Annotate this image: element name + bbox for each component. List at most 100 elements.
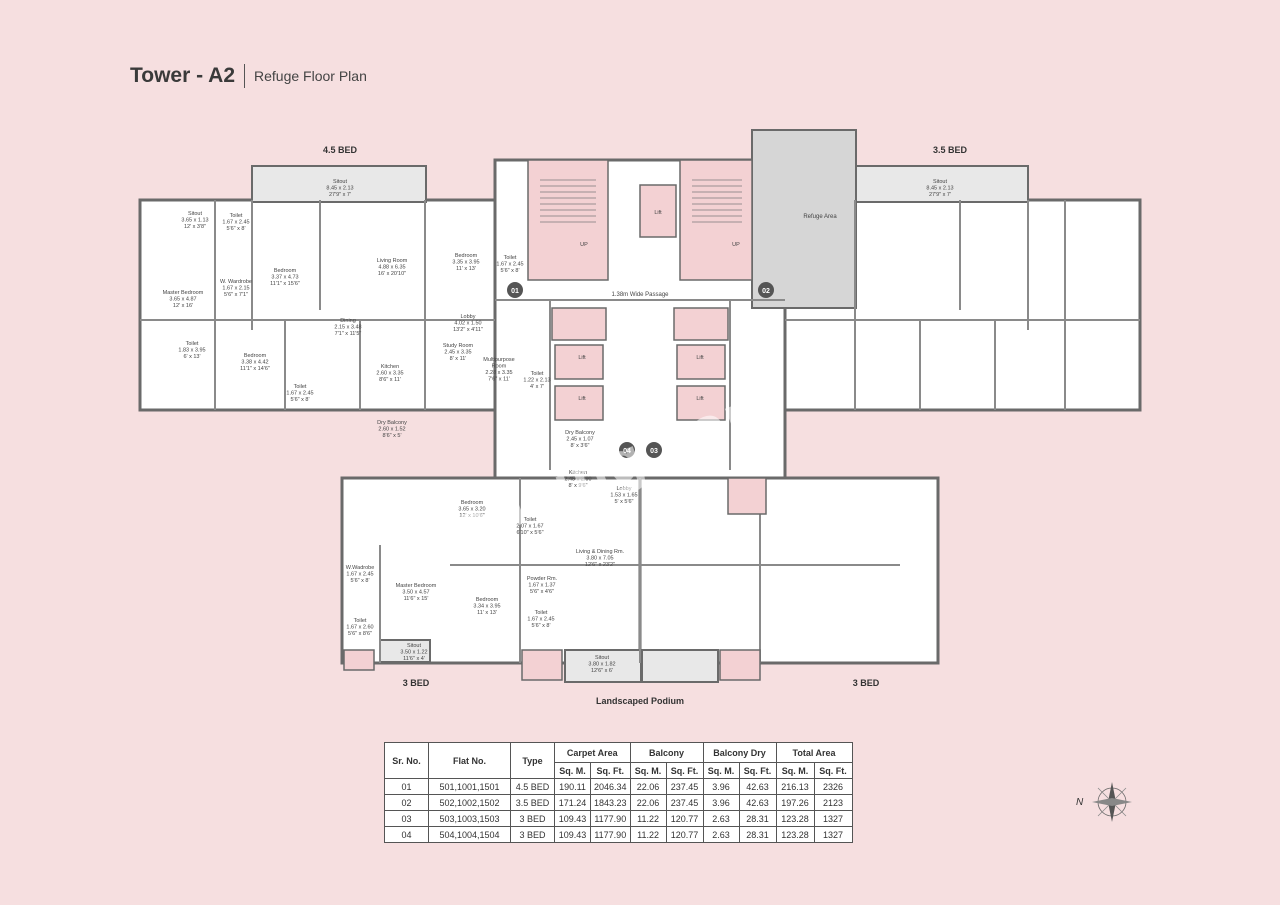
col-balcony: Balcony: [629, 742, 704, 763]
room-label: Lift: [696, 396, 704, 402]
table-cell: 3.96: [702, 778, 740, 795]
table-cell: 2123: [813, 794, 853, 811]
col-sr-no: Sr. No.: [384, 742, 429, 779]
table-cell: 2326: [813, 778, 853, 795]
sub-sqft: Sq. Ft.: [813, 762, 853, 779]
table-cell: 503,1003,1503: [428, 810, 511, 827]
shaft-bottom-right: [727, 477, 767, 515]
col-total-area: Total Area: [775, 742, 853, 763]
sub-sqft: Sq. Ft.: [590, 762, 631, 779]
table-cell: 04: [384, 826, 429, 843]
duct-bottom-center-right: [719, 649, 761, 681]
duct-bottom-center-left: [521, 649, 563, 681]
sub-sqm: Sq. M.: [775, 762, 815, 779]
page-header: Tower - A2 Refuge Floor Plan: [130, 64, 367, 88]
room-label: Lift: [578, 396, 586, 402]
lift-1: [639, 184, 677, 238]
table-cell: 22.06: [629, 778, 667, 795]
refuge-area: [751, 129, 857, 309]
table-cell: 28.31: [738, 810, 777, 827]
table-cell: 120.77: [665, 826, 704, 843]
marker-03: [646, 442, 662, 458]
table-cell: 3 BED: [510, 826, 555, 843]
table-cell: 109.43: [554, 826, 591, 843]
label-3-bed-left: 3 BED: [403, 678, 430, 688]
sitout-top-left: [251, 165, 427, 203]
table-cell: 2.63: [702, 826, 740, 843]
table-cell: 2046.34: [590, 778, 631, 795]
flat-markers: [507, 282, 774, 458]
label-3-5-bed: 3.5 BED: [933, 145, 968, 155]
marker-01-label: 01: [511, 288, 519, 295]
col-flat-no: Flat No.: [428, 742, 511, 779]
marker-02: [758, 282, 774, 298]
label-refuge-area: Refuge Area: [803, 214, 837, 220]
table-cell: 28.31: [738, 826, 777, 843]
room-label: Lift: [578, 355, 586, 361]
room-label: Lift: [696, 355, 704, 361]
marker-04: [619, 442, 635, 458]
stair-left: [527, 159, 609, 281]
sub-sqm: Sq. M.: [702, 762, 740, 779]
table-cell: 197.26: [775, 794, 815, 811]
tower-title: Tower - A2: [130, 64, 236, 87]
table-cell: 11.22: [629, 826, 667, 843]
lift-4: [676, 344, 726, 380]
table-cell: 501,1001,1501: [428, 778, 511, 795]
area-table: Sr. No. Flat No. Type Carpet Area Balcon…: [384, 742, 853, 843]
floor-subtitle: Refuge Floor Plan: [254, 68, 367, 84]
marker-04-label: 04: [623, 448, 631, 455]
room-label: UP: [732, 242, 740, 248]
col-carpet-area: Carpet Area: [554, 742, 631, 763]
table-cell: 120.77: [665, 810, 704, 827]
table-cell: 4.5 BED: [510, 778, 555, 795]
label-4-5-bed: 4.5 BED: [323, 145, 358, 155]
room-label: UP: [580, 242, 588, 248]
table-cell: 02: [384, 794, 429, 811]
shaft-right: [673, 307, 729, 341]
sitout-top-right: [855, 165, 1029, 203]
table-cell: 3 BED: [510, 810, 555, 827]
table-cell: 1177.90: [590, 826, 631, 843]
table-cell: 502,1002,1502: [428, 794, 511, 811]
table-cell: 171.24: [554, 794, 591, 811]
sitout-bottom-center: [564, 649, 642, 683]
sub-sqm: Sq. M.: [554, 762, 591, 779]
label-landscaped-podium: Landscaped Podium: [596, 696, 684, 706]
shaft-left: [551, 307, 607, 341]
table-cell: 01: [384, 778, 429, 795]
table-cell: 3.5 BED: [510, 794, 555, 811]
table-cell: 2.63: [702, 810, 740, 827]
stair-right: [679, 159, 753, 281]
marker-01: [507, 282, 523, 298]
lift-2: [554, 344, 604, 380]
